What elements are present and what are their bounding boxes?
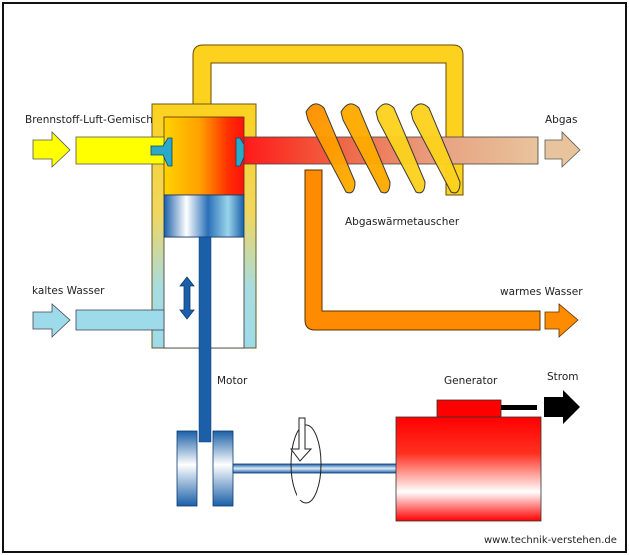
power-cable — [501, 405, 537, 410]
piston — [163, 194, 245, 238]
label-cold-water: kaltes Wasser — [32, 285, 105, 297]
fuel-inlet-pipe — [75, 136, 165, 165]
coil-3 — [375, 103, 426, 194]
drive-shaft — [232, 463, 398, 474]
label-motor: Motor — [217, 375, 248, 387]
label-heat-exchanger: Abgaswärmetauscher — [345, 216, 460, 228]
coil-4 — [410, 103, 461, 194]
cold-water-inlet-pipe — [75, 309, 165, 331]
watermark: www.technik-verstehen.de — [484, 535, 617, 546]
cold-water-input-arrow-icon — [32, 303, 71, 338]
label-exhaust: Abgas — [545, 114, 577, 126]
warm-water-pipe — [304, 169, 541, 331]
coil-1 — [305, 103, 356, 194]
label-generator: Generator — [444, 375, 498, 387]
label-warm-water: warmes Wasser — [500, 286, 583, 298]
rotation-arrow-icon — [290, 417, 322, 504]
generator-body — [395, 416, 542, 522]
flywheel-left — [176, 430, 198, 507]
generator-terminal-box — [436, 399, 502, 418]
label-fuel-air-mixture: Brennstoff-Luft-Gemisch — [25, 114, 153, 126]
label-power: Strom — [547, 371, 579, 383]
cooling-loop-pipe — [192, 44, 464, 196]
fuel-input-arrow-icon — [32, 131, 71, 168]
warm-water-output-arrow-icon — [544, 303, 579, 338]
coil-2 — [340, 103, 391, 194]
exhaust-output-arrow-icon — [544, 131, 581, 168]
heat-exchanger-coils — [305, 103, 461, 194]
combustion-chamber — [163, 116, 245, 196]
connecting-rod — [198, 236, 212, 443]
up-down-arrow-icon — [179, 276, 195, 320]
flywheel-right — [212, 430, 234, 507]
power-output-arrow-icon — [544, 390, 580, 424]
intake-valve-icon — [150, 137, 173, 167]
